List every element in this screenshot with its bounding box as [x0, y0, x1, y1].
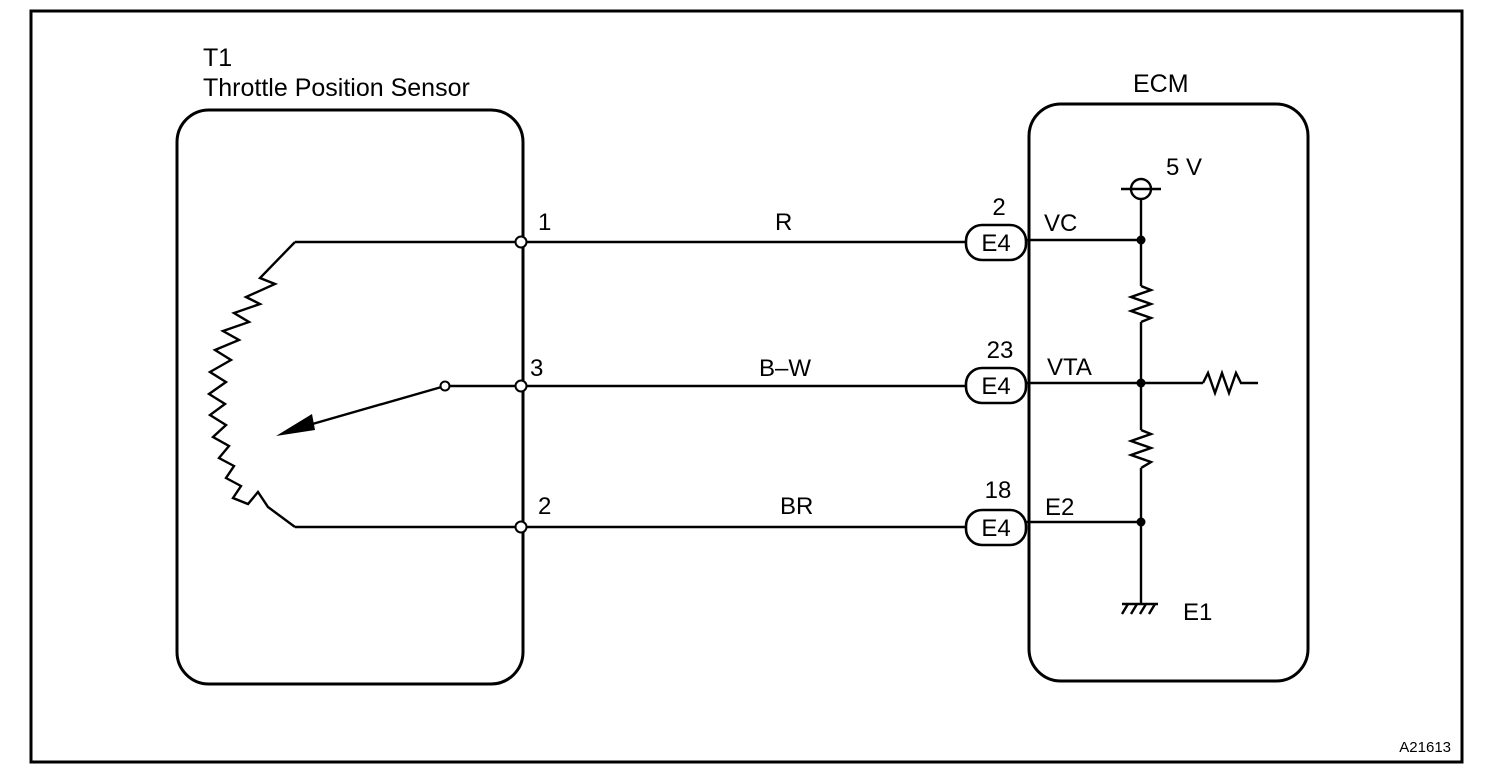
sensor-pin-2-label: 2 — [538, 493, 551, 520]
ecm-terminal-vc: VC — [1044, 210, 1077, 237]
ground-hatch-2 — [1129, 603, 1139, 615]
sensor-wiper-pivot — [439, 380, 451, 392]
sensor-ref: T1 — [203, 44, 232, 72]
supply-5v-label: 5 V — [1166, 154, 1202, 181]
connector-vc-pin-number: 2 — [992, 194, 1005, 221]
sensor-pin-3-label: 3 — [530, 355, 543, 382]
connector-vta-pin-number: 23 — [987, 337, 1014, 364]
junction-vc — [1136, 235, 1146, 245]
connector-e2-pin-number: 18 — [985, 477, 1012, 504]
ground-hatch-1 — [1120, 603, 1130, 615]
ecm-pullup-resistor — [1127, 284, 1155, 324]
ecm-terminal-e2: E2 — [1045, 494, 1074, 521]
ground-hatch-4 — [1147, 603, 1157, 615]
wire-e2-color: BR — [780, 493, 813, 520]
sensor-pin-1-label: 1 — [538, 209, 551, 236]
ecm-pulldown-resistor — [1127, 428, 1155, 470]
ecm-name: ECM — [1133, 70, 1189, 98]
sensor-pin-1-terminal — [514, 235, 528, 249]
connector-e2 — [964, 508, 1028, 547]
connector-vta-label: E4 — [981, 373, 1010, 400]
ecm-vta-input-resistor — [1201, 369, 1258, 397]
wire-vc-color: R — [775, 209, 792, 236]
connector-vta — [964, 366, 1028, 405]
sensor-box — [175, 108, 525, 686]
sensor-resistor-track — [206, 241, 296, 528]
sensor-pin-3-terminal — [514, 379, 528, 393]
ecm-terminal-vta: VTA — [1047, 354, 1092, 381]
ecm-box — [1027, 102, 1310, 683]
ground-hatch-3 — [1138, 603, 1148, 615]
sensor-pin-2-terminal — [514, 520, 528, 534]
connector-vc-label: E4 — [981, 230, 1010, 257]
figure-code: A21613 — [1399, 739, 1451, 756]
connector-e2-label: E4 — [981, 515, 1010, 542]
wire-vta-color: B–W — [759, 355, 811, 382]
sensor-wiper-arm — [294, 384, 446, 431]
connector-vc — [964, 223, 1028, 262]
sensor-wiper-arrowhead — [276, 414, 315, 436]
sensor-name: Throttle Position Sensor — [203, 74, 470, 102]
diagram-frame — [29, 9, 1464, 764]
ecm-terminal-e1: E1 — [1183, 599, 1212, 626]
junction-e2 — [1136, 517, 1146, 527]
